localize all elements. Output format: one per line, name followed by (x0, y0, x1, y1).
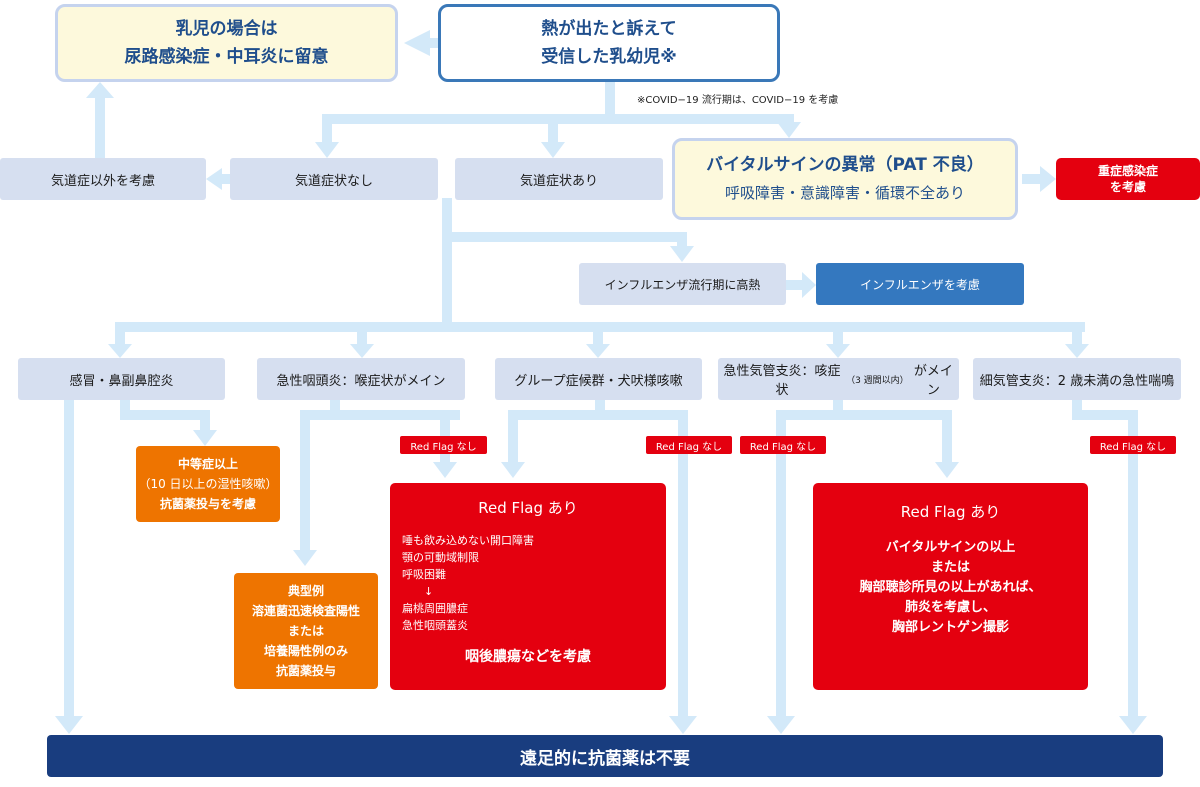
no-airway-box: 気道症状なし (230, 158, 438, 200)
pharyngitis-box: 急性咽頭炎：喉症状がメイン (257, 358, 465, 400)
vital-sign-line1: バイタルサインの異常（PAT 不良） (706, 155, 984, 175)
red-flag-title-2: Red Flag あり (900, 503, 1001, 521)
typical-line3: または (287, 624, 324, 638)
no-antibiotics-bar: 遠足的に抗菌薬は不要 (47, 735, 1163, 777)
typical-line5: 抗菌薬投与 (275, 664, 336, 678)
flu-high-fever-box: インフルエンザ流行期に高熱 (579, 263, 786, 305)
bronchitis-label-small: （3 週間以内） (846, 375, 909, 386)
no-red-flag-tag-3: Red Flag なし (740, 436, 826, 454)
red-flag2-line5: 胸部レントゲン撮影 (891, 620, 1009, 635)
no-red-flag-tag-4: Red Flag なし (1090, 436, 1176, 454)
vital-sign-line2: 呼吸障害・意識障害・循環不全あり (724, 184, 965, 202)
red-flag2-line1: バイタルサインの以上 (885, 540, 1016, 555)
red-flag2-line3: 胸部聴診所見の以上があれば、 (859, 580, 1042, 595)
severe-line2: を考慮 (1109, 180, 1146, 194)
typical-box: 典型例 溶連菌迅速検査陽性 または 培養陽性例のみ 抗菌薬投与 (234, 573, 378, 689)
red-flag-conclusion-1: 咽後膿瘍などを考慮 (465, 649, 591, 665)
airway-box: 気道症状あり (455, 158, 663, 200)
no-red-flag-tag-2: Red Flag なし (646, 436, 732, 454)
red-flag-item-1: 唾も飲み込めない開口障害 (402, 534, 534, 547)
bronchitis-label-b: がメイン (913, 364, 953, 398)
typical-line2: 溶連菌迅速検査陽性 (251, 604, 360, 618)
red-flag-down-arrow: ↓ (424, 585, 434, 598)
bronchitis-box: 急性気管支炎：咳症状 （3 週間以内） がメイン (718, 358, 959, 400)
moderate-box: 中等症以上 （10 日以上の湿性咳嗽） 抗菌薬投与を考慮 (136, 446, 280, 522)
red-flag-item-4: 扁桃周囲膿症 (402, 602, 468, 615)
infant-caution-line1: 乳児の場合は (175, 19, 278, 39)
non-airway-box: 気道症以外を考慮 (0, 158, 206, 200)
bronchitis-label-a: 急性気管支炎：咳症状 (723, 364, 841, 398)
red-flag-item-2: 顎の可動域制限 (402, 551, 479, 564)
red-flag-box-pharyngitis: Red Flag あり 唾も飲み込めない開口障害 顎の可動域制限 呼吸困難 ↓ … (390, 483, 666, 690)
covid-note: ※COVID−19 流行期は、COVID−19 を考慮 (637, 95, 839, 106)
red-flag-box-bronchitis: Red Flag あり バイタルサインの以上 または 胸部聴診所見の以上があれば… (813, 483, 1088, 690)
croup-box: グループ症候群・犬吠様咳嗽 (495, 358, 702, 400)
infant-caution-line2: 尿路感染症・中耳炎に留意 (124, 47, 329, 67)
red-flag2-line4: 肺炎を考慮し、 (904, 600, 996, 615)
red-flag-title-1: Red Flag あり (478, 499, 578, 517)
severe-infection-box: 重症感染症 を考慮 (1056, 158, 1200, 200)
infant-caution-box: 乳児の場合は 尿路感染症・中耳炎に留意 (55, 4, 398, 82)
start-box: 熱が出たと訴えて 受信した乳幼児※ (438, 4, 780, 82)
bronchiolitis-box: 細気管支炎：2 歳未満の急性喘鳴 (973, 358, 1181, 400)
severe-line1: 重症感染症 (1097, 164, 1158, 178)
cold-box: 感冒・鼻副鼻腔炎 (18, 358, 225, 400)
start-line2: 受信した乳幼児※ (541, 47, 677, 67)
moderate-line3: 抗菌薬投与を考慮 (159, 497, 256, 511)
flu-consider-box: インフルエンザを考慮 (816, 263, 1024, 305)
typical-line1: 典型例 (287, 584, 324, 598)
moderate-line2: （10 日以上の湿性咳嗽） (138, 477, 278, 491)
red-flag2-line2: または (930, 560, 970, 575)
vital-sign-box: バイタルサインの異常（PAT 不良） 呼吸障害・意識障害・循環不全あり (672, 138, 1018, 220)
red-flag-item-5: 急性咽頭蓋炎 (402, 619, 468, 632)
moderate-line1: 中等症以上 (177, 457, 238, 471)
no-red-flag-tag-1: Red Flag なし (400, 436, 487, 454)
typical-line4: 培養陽性例のみ (263, 644, 348, 658)
start-line1: 熱が出たと訴えて (541, 19, 677, 39)
red-flag-item-3: 呼吸困難 (402, 568, 446, 581)
